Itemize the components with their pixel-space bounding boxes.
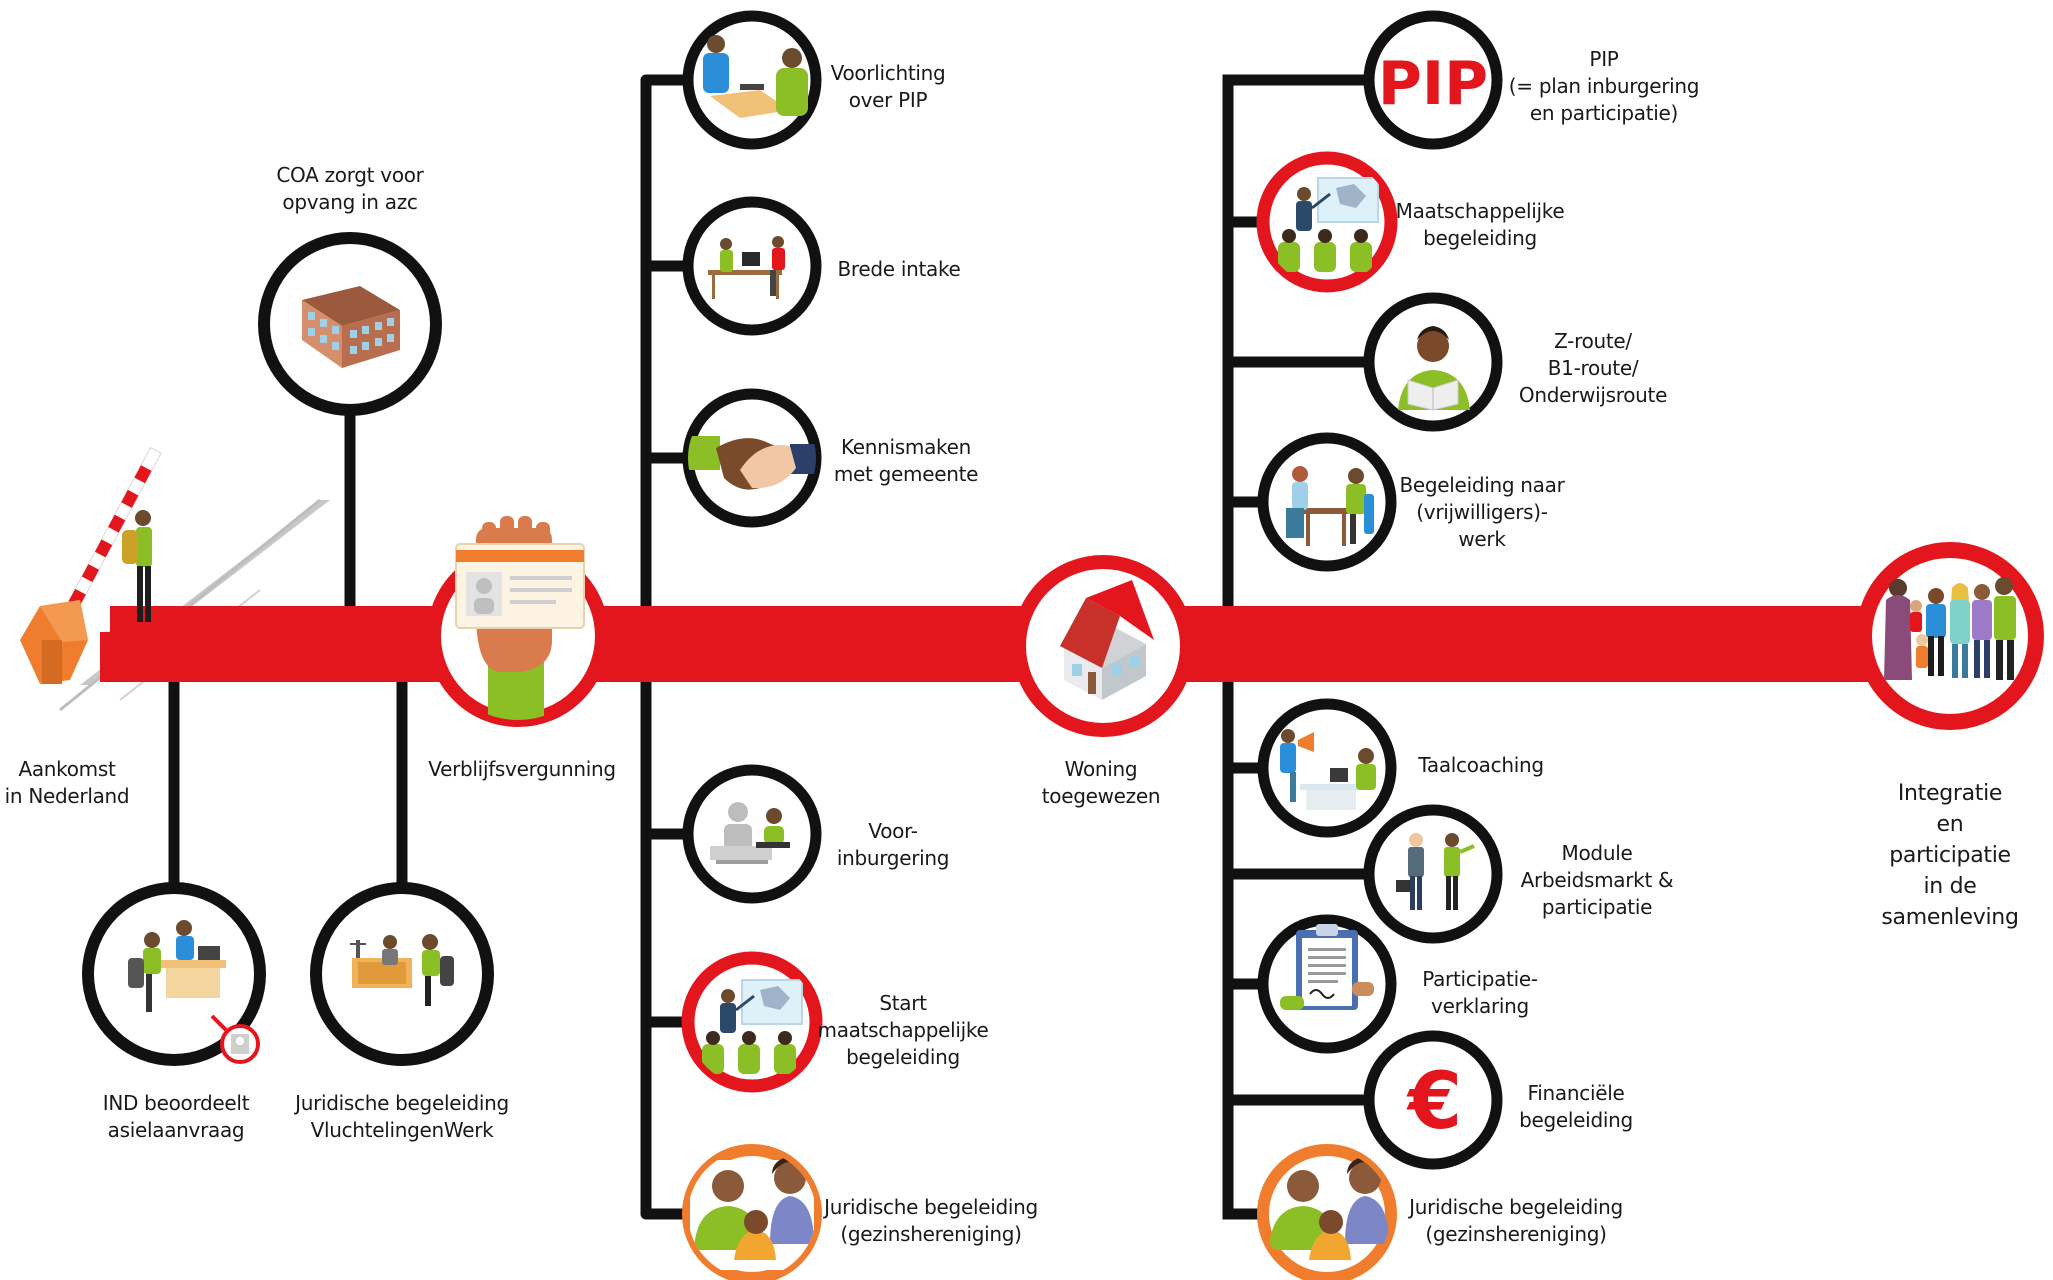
pre-integration-label: Voor- inburgering [836, 819, 950, 870]
legal-family-reunification-label-2: Juridische begeleiding (gezinshereniging… [1409, 1195, 1623, 1246]
svg-text:PIP: PIP [1378, 49, 1488, 119]
asylum-connectors [168, 410, 408, 888]
pip-information-label: Voorlichting over PIP [830, 61, 946, 112]
social-guidance-label: Maatschappelijke begeleiding [1395, 199, 1565, 250]
start-social-guidance-label: Start maatschappelijke begeleiding [817, 991, 989, 1069]
presentation-class-icon [1256, 151, 1398, 293]
language-coach-icon [1257, 698, 1397, 838]
coa-label: COA zorgt voor opvang in azc [276, 163, 424, 214]
computer-course-icon [682, 764, 822, 904]
family-icon [1257, 1144, 1397, 1280]
financial-guidance-label: Financiële begeleiding [1519, 1081, 1633, 1132]
handshake-icon [682, 388, 822, 528]
family-icon [682, 1144, 822, 1280]
reading-student-icon [1363, 292, 1503, 432]
housing-branch-connectors [1222, 74, 1372, 1220]
legal-family-reunification-label-1: Juridische begeleiding (gezinshereniging… [824, 1195, 1038, 1246]
education-route-label: Z-route/ B1-route/ Onderwijsroute [1518, 329, 1668, 407]
language-coaching-label: Taalcoaching [1418, 753, 1544, 777]
community-group-icon [1856, 542, 2044, 730]
intake-desk-icon [682, 196, 822, 336]
signed-document-icon [1257, 914, 1397, 1054]
ind-interview-icon [82, 882, 266, 1066]
information-meeting-icon [682, 10, 822, 150]
ind-label: IND beoordeelt asielaanvraag [102, 1091, 250, 1142]
housing-label: Woning toegewezen [1041, 757, 1161, 808]
broad-intake-label: Brede intake [837, 257, 961, 281]
presentation-class-icon [681, 951, 823, 1093]
meet-municipality-label: Kennismaken met gemeente [833, 435, 979, 486]
house-icon [1012, 555, 1194, 737]
arrival-label: Aankomst in Nederland [4, 757, 130, 808]
legal-counsel-icon [310, 882, 494, 1066]
main-timeline [100, 606, 1870, 682]
labour-market-icon [1363, 804, 1503, 944]
svg-text:€: € [1406, 1057, 1462, 1147]
volunteer-work-label: Begeleiding naar (vrijwilligers)- werk [1399, 473, 1565, 551]
participation-declaration-label: Participatie- verklaring [1422, 967, 1538, 1018]
permit-label: Verblijfsvergunning [428, 757, 616, 781]
vwn-label: Juridische begeleiding VluchtelingenWerk [295, 1091, 509, 1142]
euro-icon: € [1363, 1030, 1503, 1170]
residence-permit-card-icon [427, 516, 609, 727]
labour-market-module-label: Module Arbeidsmarkt & participatie [1520, 841, 1674, 919]
integration-label: Integratie en participatie in de samenle… [1881, 781, 2019, 930]
azc-building-icon [258, 232, 442, 416]
pip-label: PIP (= plan inburgering en participatie) [1508, 47, 1700, 125]
border-barrier-icon [20, 446, 162, 684]
pip-text-icon: PIP [1363, 10, 1503, 150]
job-interview-icon [1257, 432, 1397, 572]
